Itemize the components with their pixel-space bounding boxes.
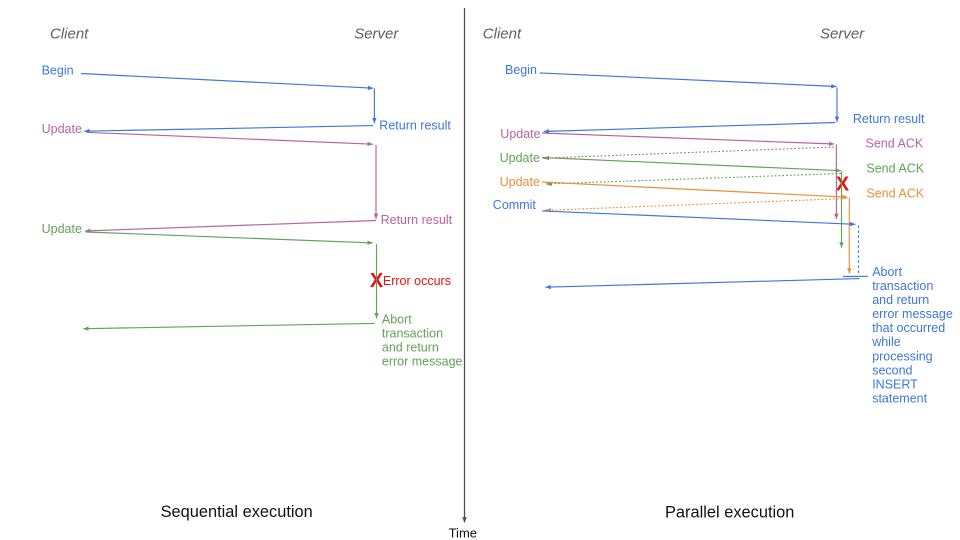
svg-text:Update: Update	[500, 175, 540, 189]
svg-text:Update: Update	[42, 122, 82, 136]
svg-text:Server: Server	[820, 26, 865, 43]
svg-text:that occurred: that occurred	[872, 321, 945, 335]
svg-text:and return: and return	[382, 340, 439, 354]
svg-text:Return result: Return result	[381, 213, 453, 227]
svg-text:Error occurs: Error occurs	[383, 274, 451, 288]
svg-text:error message: error message	[382, 354, 463, 368]
svg-text:Server: Server	[354, 26, 399, 43]
svg-text:transaction: transaction	[382, 326, 443, 340]
svg-text:Return result: Return result	[379, 118, 451, 132]
svg-text:while: while	[871, 335, 901, 349]
svg-text:INSERT: INSERT	[872, 377, 918, 391]
svg-text:Send ACK: Send ACK	[866, 187, 924, 201]
svg-text:and return: and return	[872, 293, 929, 307]
svg-text:transaction: transaction	[872, 279, 933, 293]
svg-text:Return result: Return result	[853, 112, 925, 126]
svg-text:Send ACK: Send ACK	[866, 136, 924, 150]
svg-text:X: X	[836, 173, 850, 195]
svg-text:error message: error message	[872, 307, 953, 321]
svg-text:Send ACK: Send ACK	[866, 161, 924, 175]
svg-text:second: second	[872, 363, 912, 377]
svg-text:Update: Update	[42, 222, 82, 236]
svg-text:Parallel execution: Parallel execution	[665, 504, 794, 522]
svg-text:processing: processing	[872, 349, 932, 363]
svg-text:statement: statement	[872, 391, 927, 405]
svg-text:Abort: Abort	[382, 312, 412, 326]
svg-text:Sequential execution: Sequential execution	[161, 503, 313, 521]
svg-text:Begin: Begin	[42, 64, 74, 78]
svg-text:Client: Client	[483, 26, 522, 43]
svg-text:Begin: Begin	[505, 63, 537, 77]
svg-text:Update: Update	[500, 127, 540, 141]
svg-text:Abort: Abort	[872, 265, 902, 279]
svg-text:Update: Update	[500, 151, 540, 165]
svg-text:Commit: Commit	[493, 198, 537, 212]
svg-text:Time: Time	[449, 525, 477, 540]
svg-text:Client: Client	[50, 26, 89, 43]
